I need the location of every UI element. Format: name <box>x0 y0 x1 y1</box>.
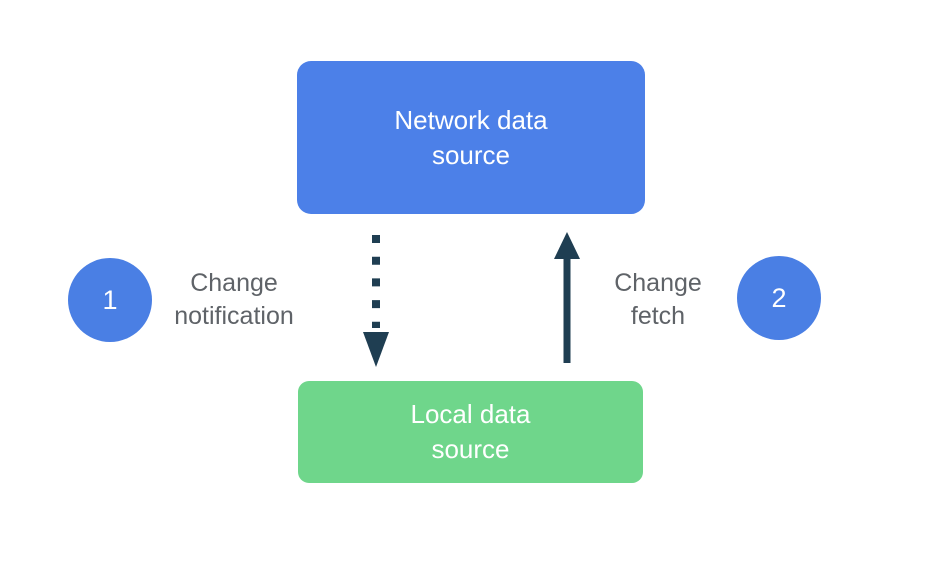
network-data-source-node: Network data source <box>297 61 645 214</box>
step-1-badge: 1 <box>68 258 152 342</box>
change-fetch-label: Change fetch <box>614 269 702 330</box>
change-notification-arrowhead-down-icon <box>363 332 389 367</box>
change-notification-label: Change notification <box>174 269 294 330</box>
change-fetch-arrowhead-up-icon <box>554 232 580 259</box>
step-2-badge: 2 <box>737 256 821 340</box>
local-data-source-node: Local data source <box>298 381 643 483</box>
